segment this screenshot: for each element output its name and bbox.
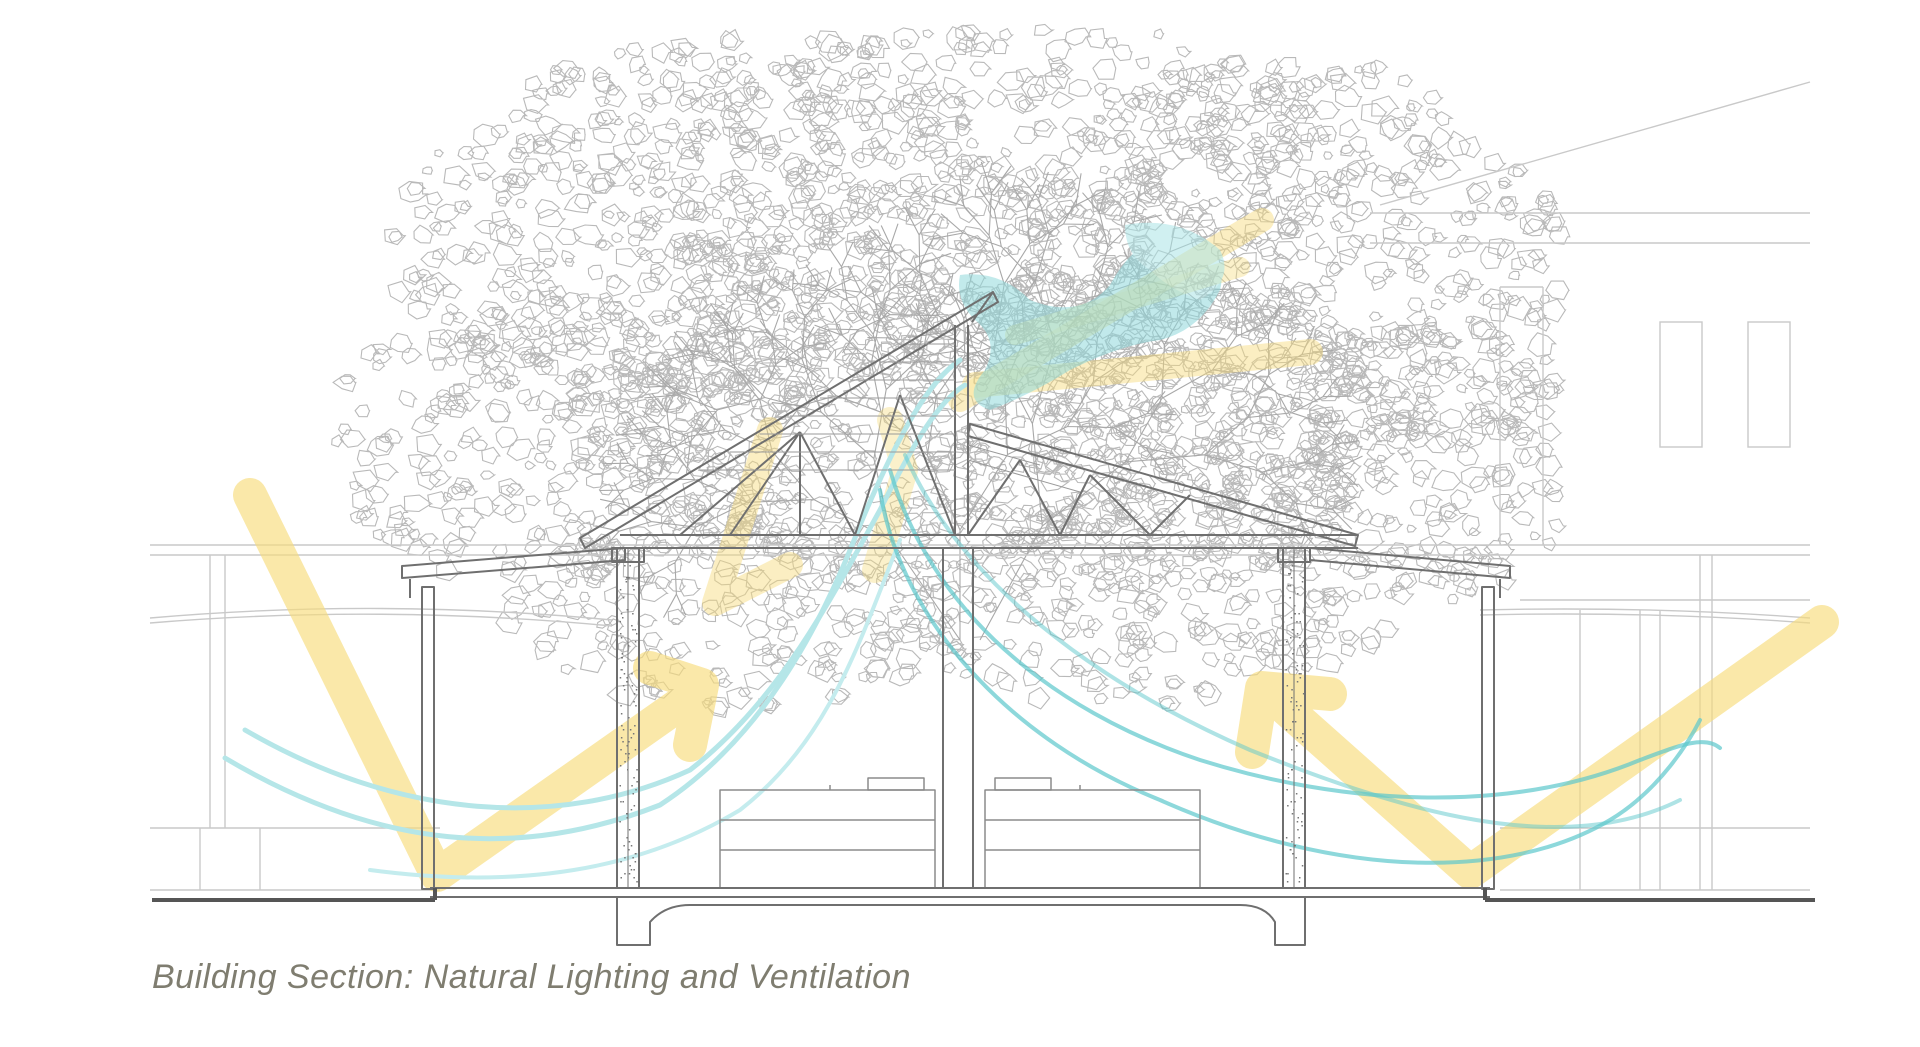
building-section <box>401 291 1511 946</box>
diagram-caption: Building Section: Natural Lighting and V… <box>152 958 912 996</box>
tree-canopy-icon <box>331 23 1571 719</box>
ground-line <box>152 888 1815 902</box>
airflow-stream-icon <box>222 357 1722 880</box>
airflow-vent-icon <box>959 222 1225 410</box>
tree-foliage <box>331 23 1571 719</box>
